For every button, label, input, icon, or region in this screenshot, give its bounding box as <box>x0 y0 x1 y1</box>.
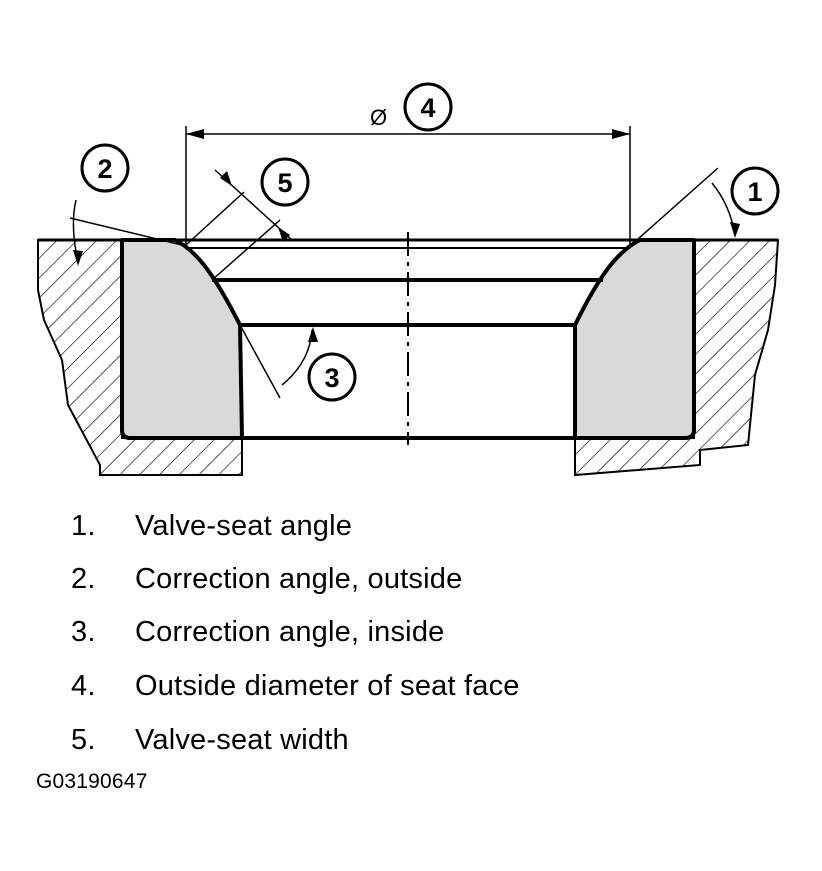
inside-correction-arc <box>281 329 313 386</box>
inside-correction-line <box>239 324 281 399</box>
legend-label: Correction angle, inside <box>135 616 445 648</box>
legend-label: Valve-seat angle <box>135 510 353 542</box>
outside-correction-arrow <box>73 250 83 266</box>
callout-4: 4 <box>403 82 453 132</box>
callout-2: 2 <box>80 143 130 193</box>
callout-5: 5 <box>260 157 310 207</box>
svg-text:2: 2 <box>97 154 112 184</box>
seat-width-arrow-2 <box>278 227 290 242</box>
seat-angle-line <box>629 167 719 247</box>
valve-seat-diagram: Ø 1 2 3 4 5 <box>37 82 780 477</box>
figure-code: G03190647 <box>36 770 148 793</box>
outside-correction-line <box>69 217 187 247</box>
diameter-symbol: Ø <box>370 105 387 130</box>
legend-label: Valve-seat width <box>135 724 349 756</box>
legend-number: 4. <box>71 670 96 702</box>
legend-number: 3. <box>71 616 96 648</box>
legend-label: Correction angle, outside <box>135 563 463 595</box>
seat-width-extension-2 <box>211 219 281 281</box>
valve-seat-insert-right <box>573 238 696 440</box>
diameter-arrow-left <box>186 129 204 139</box>
svg-text:3: 3 <box>324 363 339 393</box>
inside-correction-arrow <box>308 327 318 342</box>
seat-width-extension-1 <box>185 191 245 246</box>
svg-text:4: 4 <box>420 93 435 123</box>
legend-number: 1. <box>71 510 96 542</box>
svg-text:1: 1 <box>747 177 762 207</box>
svg-text:5: 5 <box>277 168 292 198</box>
callout-3: 3 <box>307 352 357 402</box>
diameter-arrow-right <box>612 129 630 139</box>
seat-angle-arrow <box>730 222 740 238</box>
callout-1: 1 <box>730 166 780 216</box>
legend-label: Outside diameter of seat face <box>135 670 520 702</box>
legend-number: 5. <box>71 724 96 756</box>
seat-width-arrow-1 <box>220 171 232 186</box>
legend-number: 2. <box>71 563 96 595</box>
